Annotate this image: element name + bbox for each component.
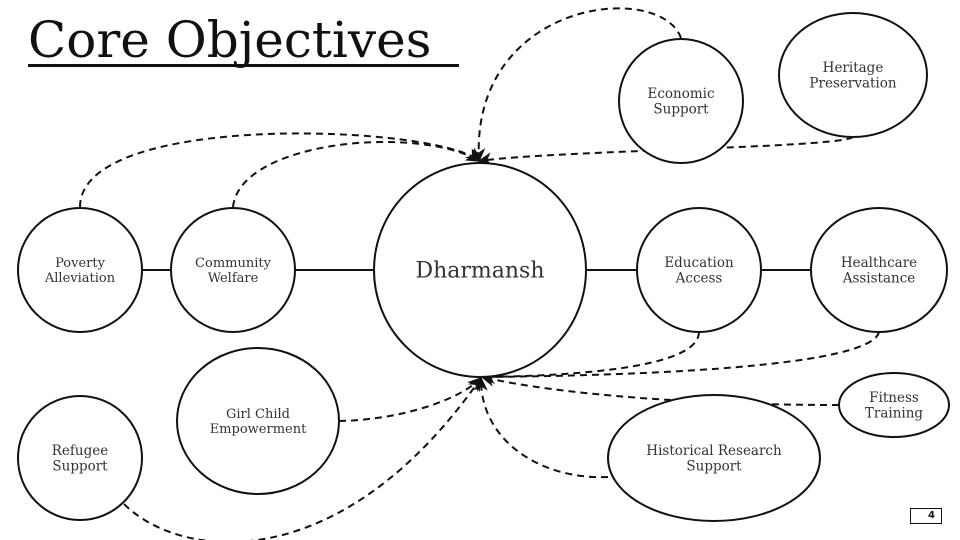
title-underline — [28, 64, 459, 67]
node-label: Assistance — [842, 270, 916, 286]
node-label: Community — [195, 256, 272, 271]
node-shape — [838, 372, 950, 438]
node-shape — [373, 162, 587, 378]
node-label: Training — [865, 405, 924, 421]
node-dharmansh[interactable]: Dharmansh — [373, 162, 587, 378]
node-shape — [170, 207, 296, 333]
node-shape — [607, 394, 821, 522]
arrow-girl-child-empowerment-to-dharmansh — [338, 376, 482, 422]
node-shape — [810, 207, 948, 333]
node-shape — [17, 207, 143, 333]
node-label: Heritage — [823, 60, 884, 76]
node-label: Poverty — [55, 256, 106, 271]
node-label: Welfare — [208, 271, 259, 286]
node-label: Economic — [647, 86, 714, 102]
slide-title: Core Objectives — [28, 11, 432, 69]
node-label: Support — [686, 458, 742, 474]
node-label: Empowerment — [210, 422, 307, 437]
node-label: Refugee — [52, 443, 108, 459]
node-label: Girl Child — [226, 407, 290, 422]
arrow-poverty-alleviation-to-dharmansh — [79, 132, 481, 208]
node-label: Dharmansh — [415, 259, 544, 284]
arrow-economic-support-to-dharmansh — [471, 7, 682, 163]
arrow-community-welfare-to-dharmansh — [232, 141, 481, 208]
arrow-refugee-support-to-dharmansh — [123, 376, 482, 540]
node-shape — [176, 347, 340, 495]
node-label: Support — [52, 458, 108, 474]
node-label: Support — [653, 101, 709, 117]
node-label: Education — [664, 255, 734, 271]
page-number: 4 — [910, 508, 942, 524]
node-label: Alleviation — [44, 271, 116, 286]
node-label: Access — [675, 270, 723, 286]
node-shape — [17, 395, 143, 521]
node-label: Historical Research — [646, 443, 782, 459]
arrow-historical-research-support-to-dharmansh — [473, 376, 609, 479]
node-shape — [636, 207, 762, 333]
arrow-healthcare-assistance-to-dharmansh — [480, 331, 880, 384]
arrow-fitness-training-to-dharmansh — [480, 373, 840, 406]
node-shape — [618, 38, 744, 164]
node-label: Healthcare — [841, 255, 917, 271]
node-shape — [778, 12, 928, 138]
node-label: Preservation — [809, 75, 896, 91]
node-label: Fitness — [869, 390, 919, 406]
